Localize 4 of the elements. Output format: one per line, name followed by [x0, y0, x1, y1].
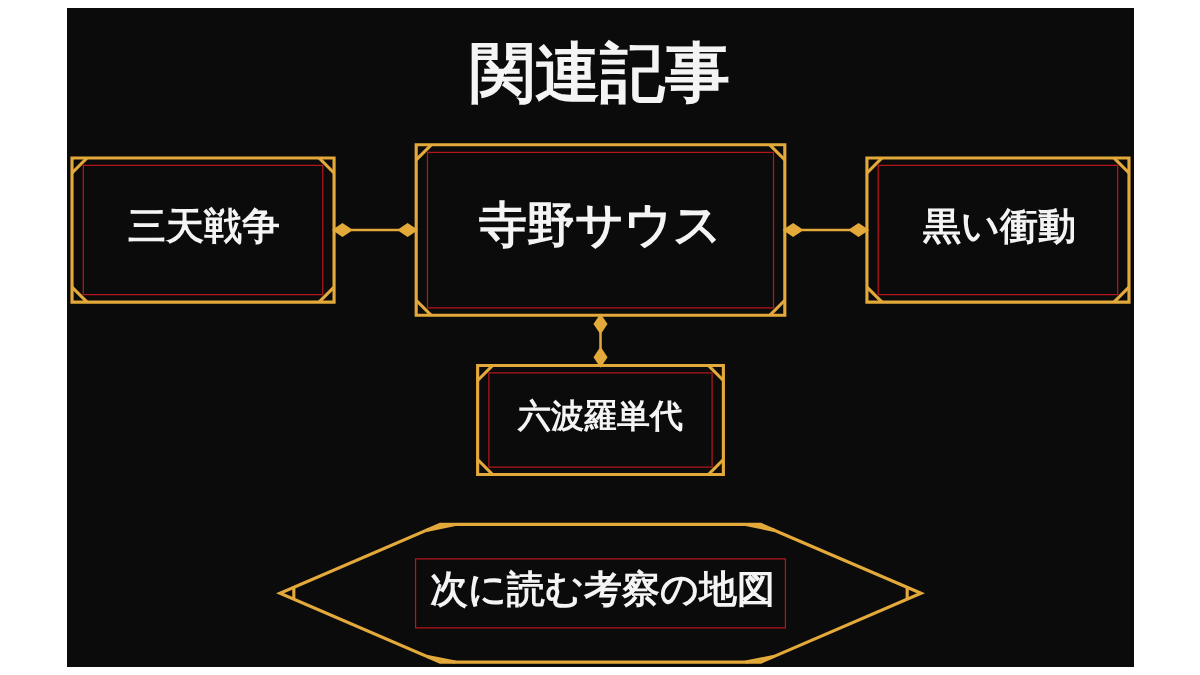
connector — [782, 223, 869, 238]
connector — [331, 223, 418, 238]
connector — [592, 313, 608, 368]
diagram-title: 関連記事 — [469, 33, 730, 110]
